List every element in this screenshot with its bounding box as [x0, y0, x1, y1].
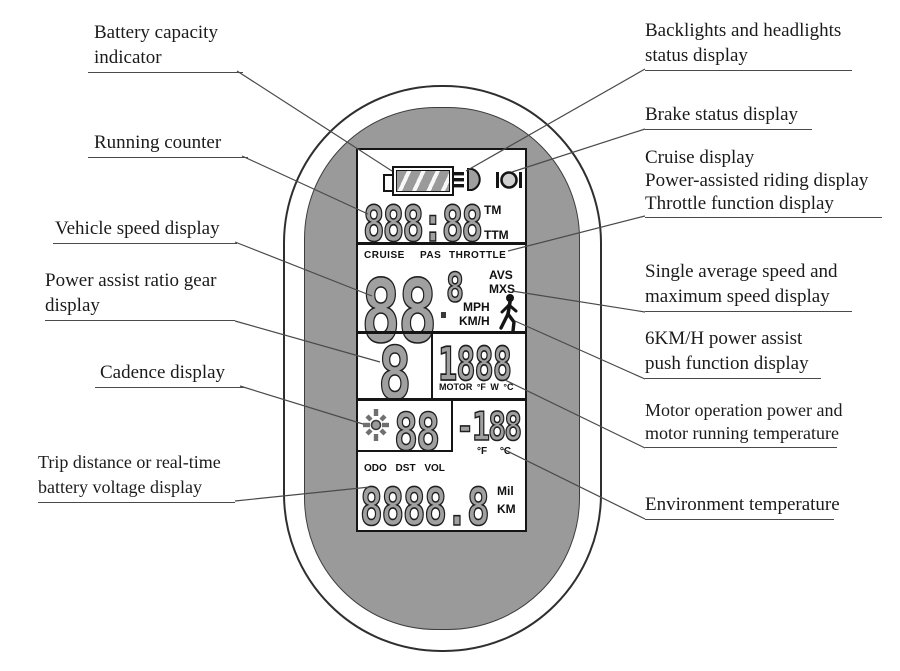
cadence-sun-icon [361, 407, 393, 443]
mxs-indicator: MXS [489, 282, 516, 296]
label-running-counter: Running counter [88, 130, 248, 158]
kmh-indicator: KM/H [459, 314, 490, 328]
label-environment-temperature: Environment temperature [645, 492, 840, 520]
ttm-indicator: TTM [484, 228, 509, 242]
separator-line [358, 242, 525, 245]
label-cruise-pas-throttle: Cruise display Power-assisted riding dis… [645, 146, 882, 218]
separator-line [358, 331, 525, 334]
tm-indicator: TM [484, 203, 502, 217]
avs-indicator: AVS [489, 268, 513, 282]
label-vehicle-speed-display: Vehicle speed display [53, 216, 237, 244]
trip-mode-indicators: ODO DST VOL [364, 463, 445, 474]
lcd-panel: 888:88 TM TTM CRUISE PAS THROTTLE 88 8 A… [356, 148, 527, 538]
divider-line [358, 450, 453, 452]
pas-indicator: PAS [420, 250, 442, 261]
label-6kmh-push-assist: 6KM/H power assist push function display [645, 326, 821, 379]
label-trip-distance-voltage: Trip distance or real-time battery volta… [38, 450, 235, 503]
divider-line [431, 331, 433, 399]
label-brake-status: Brake status display [645, 102, 812, 130]
motor-power-digits: 1888 [437, 336, 512, 392]
speed-decimal-digit: 8 [445, 264, 464, 313]
label-power-assist-ratio-gear: Power assist ratio gear display [45, 268, 235, 321]
label-average-max-speed: Single average speed and maximum speed d… [645, 259, 852, 312]
environment-temp-digits: -188 [455, 405, 522, 451]
label-backlights-headlights: Backlights and headlights status display [645, 18, 852, 71]
label-motor-power-temperature: Motor operation power and motor running … [645, 399, 842, 448]
walk-assist-pedestrian-icon [497, 293, 522, 333]
separator-line [358, 398, 525, 401]
cruise-indicator: CRUISE [364, 250, 405, 261]
brake-icon [494, 165, 524, 195]
headlight-icon [453, 165, 491, 195]
mph-indicator: MPH [463, 300, 490, 314]
speed-decimal-point [441, 312, 446, 318]
odometer-digits: 8888.8 [359, 477, 490, 538]
gear-digit: 8 [377, 332, 412, 417]
motor-indicators: MOTOR °F W °C [439, 382, 514, 392]
mil-unit: Mil [497, 484, 514, 498]
throttle-indicator: THROTTLE [449, 250, 507, 261]
label-battery-capacity-indicator: Battery capacity indicator [88, 20, 243, 73]
km-unit: KM [497, 502, 516, 516]
divider-line [451, 400, 453, 452]
temp-unit-indicators: °F °C [477, 446, 512, 457]
label-cadence-display: Cadence display [95, 360, 245, 388]
